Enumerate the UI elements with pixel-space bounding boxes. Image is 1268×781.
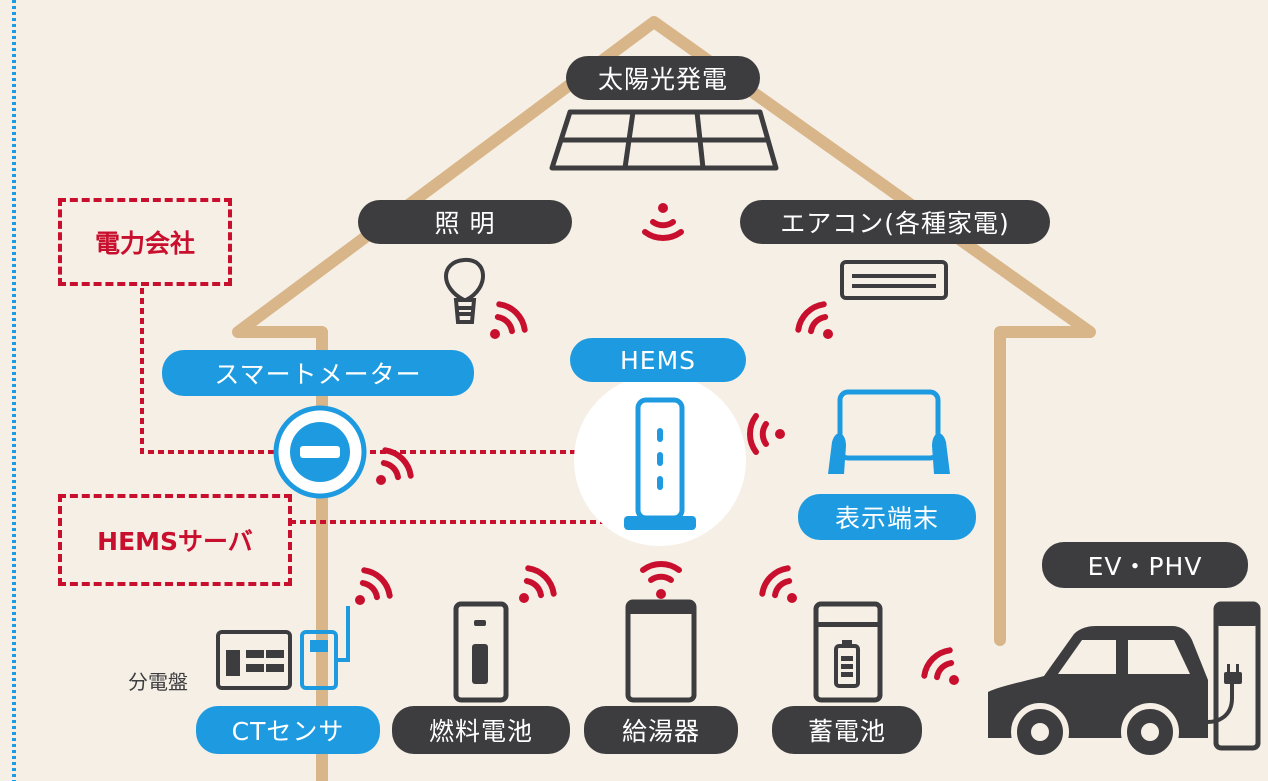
solar-label: 太陽光発電 [566,56,760,100]
smart-meter-label: スマートメーター [162,350,474,396]
aircon-label: エアコン(各種家電) [740,200,1050,244]
hems-server-box: HEMSサーバ [58,494,292,586]
charger-icon [1207,601,1261,751]
wireless-signal-icon [508,564,558,614]
lighting-label: 照 明 [358,200,572,244]
wireless-signal-icon [794,300,844,350]
distribution-board-label: 分電盤 [128,670,188,694]
power-company-box: 電力会社 [58,198,232,286]
fuel-cell-label: 燃料電池 [392,706,570,754]
air-conditioner-icon [840,260,948,300]
connection-lines [140,288,628,524]
car-icon [988,626,1208,761]
wireless-signal-icon [750,416,785,452]
ev-phv-label: EV・PHV [1042,542,1248,588]
house-outline [232,16,1096,781]
ct-sensor-icon [300,606,350,690]
power-company-meter-line [140,288,278,454]
wireless-signal-icon [479,300,529,350]
wireless-signal-icon [920,646,970,696]
distribution-board-icon [216,630,292,690]
battery-icon [813,601,883,703]
water-heater-icon [625,599,697,703]
tablet-icon [828,389,950,474]
light-bulb-icon [444,257,485,324]
fuel-cell-icon [453,601,509,703]
storage-battery-label: 蓄電池 [772,706,922,754]
wireless-signal-icon [645,203,681,238]
ct-sensor-label: CTセンサ [196,706,380,754]
solar-panel-icon [549,109,779,171]
wireless-signal-icon [758,564,808,614]
wireless-signal-icon [643,564,679,599]
hems-label: HEMS [570,338,746,382]
hems-router-icon [624,397,696,530]
smart-meter-icon [273,405,367,499]
water-heater-label: 給湯器 [584,706,738,754]
wireless-signal-icon [344,566,394,616]
display-terminal-label: 表示端末 [798,494,976,540]
